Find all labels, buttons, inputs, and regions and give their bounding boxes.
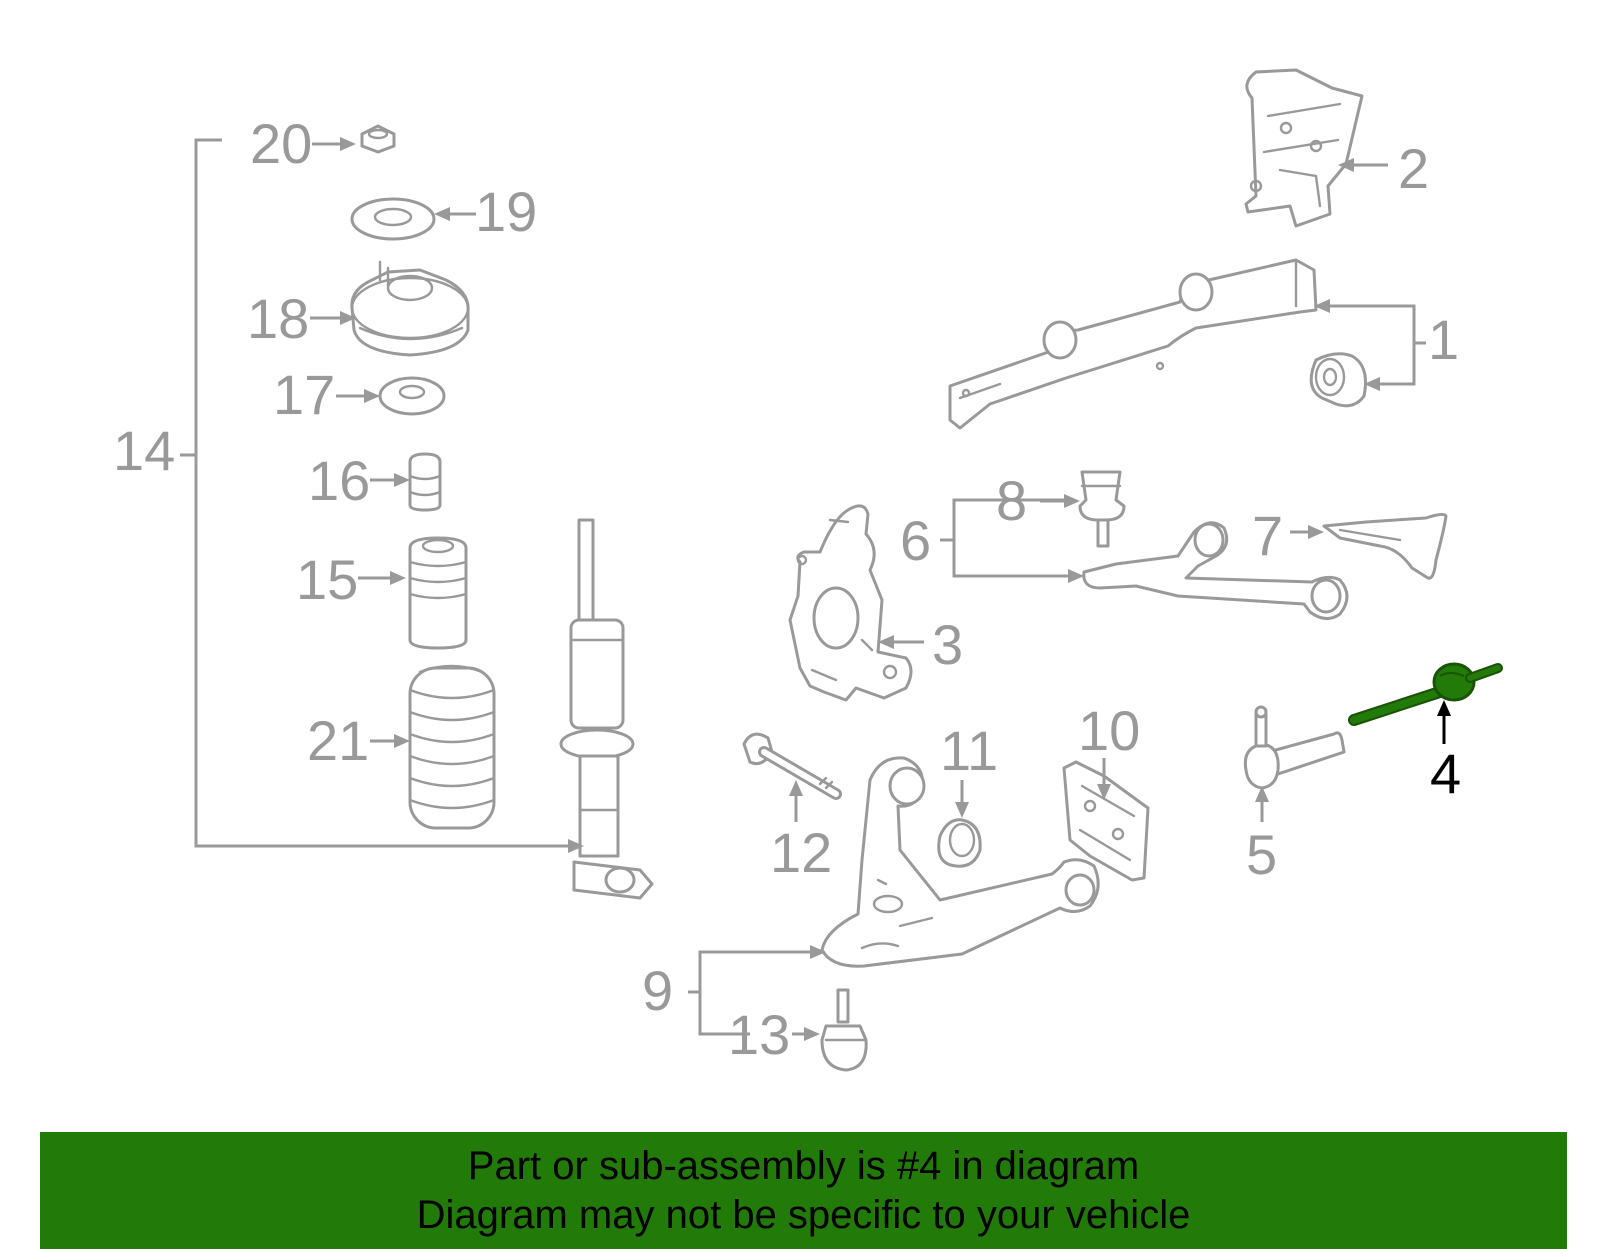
callout-5: 5	[1246, 786, 1277, 886]
footer-banner: Part or sub-assembly is #4 in diagram Di…	[40, 1132, 1567, 1249]
callout-13: 13	[728, 1003, 820, 1066]
part-19-washer[interactable]	[350, 197, 436, 241]
part-3-steering-knuckle[interactable]	[788, 504, 913, 702]
callout-7: 7	[1252, 504, 1324, 567]
label-13: 13	[728, 1003, 790, 1066]
callout-12: 12	[770, 780, 832, 884]
label-20: 20	[250, 112, 312, 175]
label-15: 15	[296, 548, 358, 611]
part-8-ball-joint[interactable]	[1078, 470, 1126, 548]
part-16-jounce-bumper[interactable]	[408, 452, 442, 512]
callout-1: 1	[1314, 299, 1459, 391]
label-4: 4	[1430, 742, 1461, 805]
label-16: 16	[308, 449, 370, 512]
part-1-bushing[interactable]	[1309, 352, 1367, 408]
footer-line-1: Part or sub-assembly is #4 in diagram	[467, 1144, 1140, 1188]
part-13-lower-ball-joint[interactable]	[820, 988, 868, 1072]
footer-line-2: Diagram may not be specific to your vehi…	[416, 1193, 1191, 1237]
callout-17: 17	[273, 363, 380, 426]
label-10: 10	[1078, 699, 1140, 762]
part-20-nut[interactable]	[360, 124, 396, 154]
label-9: 9	[642, 959, 673, 1022]
label-14: 14	[113, 419, 175, 482]
callout-21: 21	[307, 709, 410, 772]
callout-18: 18	[247, 287, 356, 350]
label-2: 2	[1398, 137, 1429, 200]
strut-shock-absorber[interactable]	[559, 518, 654, 900]
label-3: 3	[932, 613, 963, 676]
label-1: 1	[1428, 308, 1459, 371]
callout-6: 6	[900, 498, 1084, 583]
callout-2: 2	[1338, 137, 1429, 200]
part-2-bracket[interactable]	[1244, 68, 1364, 228]
part-18-strut-mount[interactable]	[350, 260, 470, 357]
label-18: 18	[247, 287, 309, 350]
label-19: 19	[475, 180, 537, 243]
callout-15: 15	[296, 548, 406, 611]
part-5-outer-tie-rod-end[interactable]	[1243, 705, 1346, 790]
part-9-lower-control-arm[interactable]	[820, 756, 1100, 968]
part-4-inner-tie-rod[interactable]	[1348, 662, 1503, 726]
label-5: 5	[1246, 823, 1277, 886]
part-17-isolator[interactable]	[378, 376, 446, 416]
label-11: 11	[940, 719, 998, 782]
label-17: 17	[273, 363, 335, 426]
callout-4: 4	[1430, 700, 1461, 805]
label-7: 7	[1252, 504, 1283, 567]
label-6: 6	[900, 509, 931, 572]
part-12-bolt[interactable]	[742, 732, 842, 800]
callout-14: 14	[113, 138, 584, 853]
callout-9: 9	[642, 945, 826, 1036]
label-12: 12	[770, 821, 832, 884]
callout-20: 20	[250, 112, 356, 175]
part-15-dust-boot[interactable]	[408, 536, 468, 650]
suspension-parts-diagram: 20 19 18 17 16	[113, 68, 1503, 1072]
callout-19: 19	[434, 180, 537, 243]
label-21: 21	[307, 709, 369, 772]
part-7-bracket[interactable]	[1322, 512, 1448, 580]
callout-10: 10	[1078, 699, 1140, 800]
part-21-coil-spring[interactable]	[408, 664, 496, 830]
callout-3: 3	[878, 613, 963, 676]
part-1-crossmember[interactable]	[948, 258, 1318, 430]
part-11-bushing[interactable]	[937, 818, 982, 868]
callout-16: 16	[308, 449, 410, 512]
part-6-upper-control-arm[interactable]	[1082, 521, 1349, 620]
callout-11: 11	[940, 719, 998, 818]
part-10-plate[interactable]	[1062, 760, 1150, 882]
